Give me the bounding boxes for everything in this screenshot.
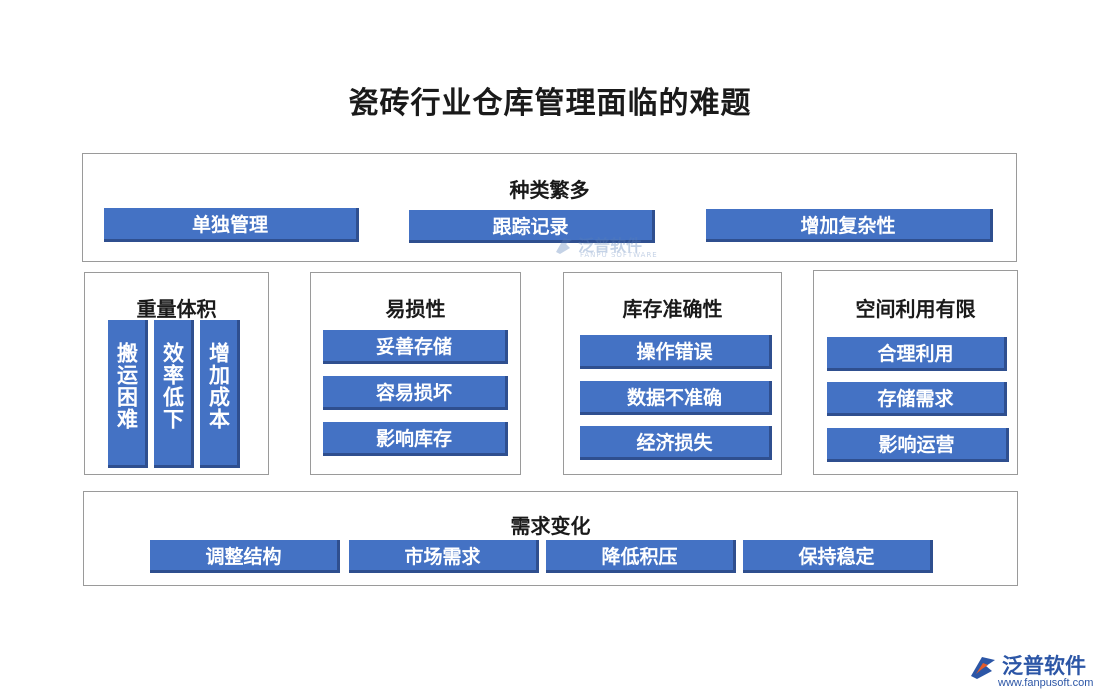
issue-item: 搬运困难: [108, 320, 148, 468]
issue-item: 增加成本: [200, 320, 240, 468]
category-heading: 空间利用有限: [855, 297, 976, 321]
issue-item: 数据不准确: [580, 381, 772, 415]
issue-item: 调整结构: [150, 540, 340, 573]
brand-logo: 泛普软件 www.fanpusoft.com: [968, 650, 1093, 690]
issue-item: 降低积压: [546, 540, 736, 573]
issue-item: 容易损坏: [323, 376, 508, 410]
issue-item: 影响库存: [323, 422, 508, 456]
issue-item: 合理利用: [827, 337, 1007, 371]
issue-item: 跟踪记录: [409, 210, 655, 243]
issue-item: 经济损失: [580, 426, 772, 460]
category-heading: 种类繁多: [509, 178, 590, 202]
watermark-name: 泛普软件: [578, 236, 643, 255]
category-box-variety: 种类繁多: [82, 153, 1017, 262]
issue-item: 存储需求: [827, 382, 1007, 416]
watermark-sub: FANPU SOFTWARE: [580, 251, 658, 259]
fanpu-logo-icon: [556, 238, 572, 254]
fanpu-logo-icon: [971, 657, 995, 679]
category-heading: 重量体积: [136, 297, 217, 321]
category-heading: 易损性: [385, 297, 446, 321]
issue-item: 效率低下: [154, 320, 194, 468]
brand-name: 泛普软件: [1002, 654, 1086, 678]
issue-item: 保持稳定: [743, 540, 933, 573]
brand-url: www.fanpusoft.com: [998, 677, 1094, 689]
issue-item: 影响运营: [827, 428, 1009, 462]
watermark: 泛普软件 FANPU SOFTWARE: [552, 232, 672, 262]
category-heading: 库存准确性: [622, 297, 723, 321]
issue-item: 增加复杂性: [706, 209, 993, 242]
diagram-title: 瓷砖行业仓库管理面临的难题: [348, 86, 752, 121]
category-heading: 需求变化: [510, 514, 591, 538]
issue-item: 市场需求: [349, 540, 539, 573]
issue-item: 妥善存储: [323, 330, 508, 364]
issue-item: 单独管理: [104, 208, 359, 242]
issue-item: 操作错误: [580, 335, 772, 369]
